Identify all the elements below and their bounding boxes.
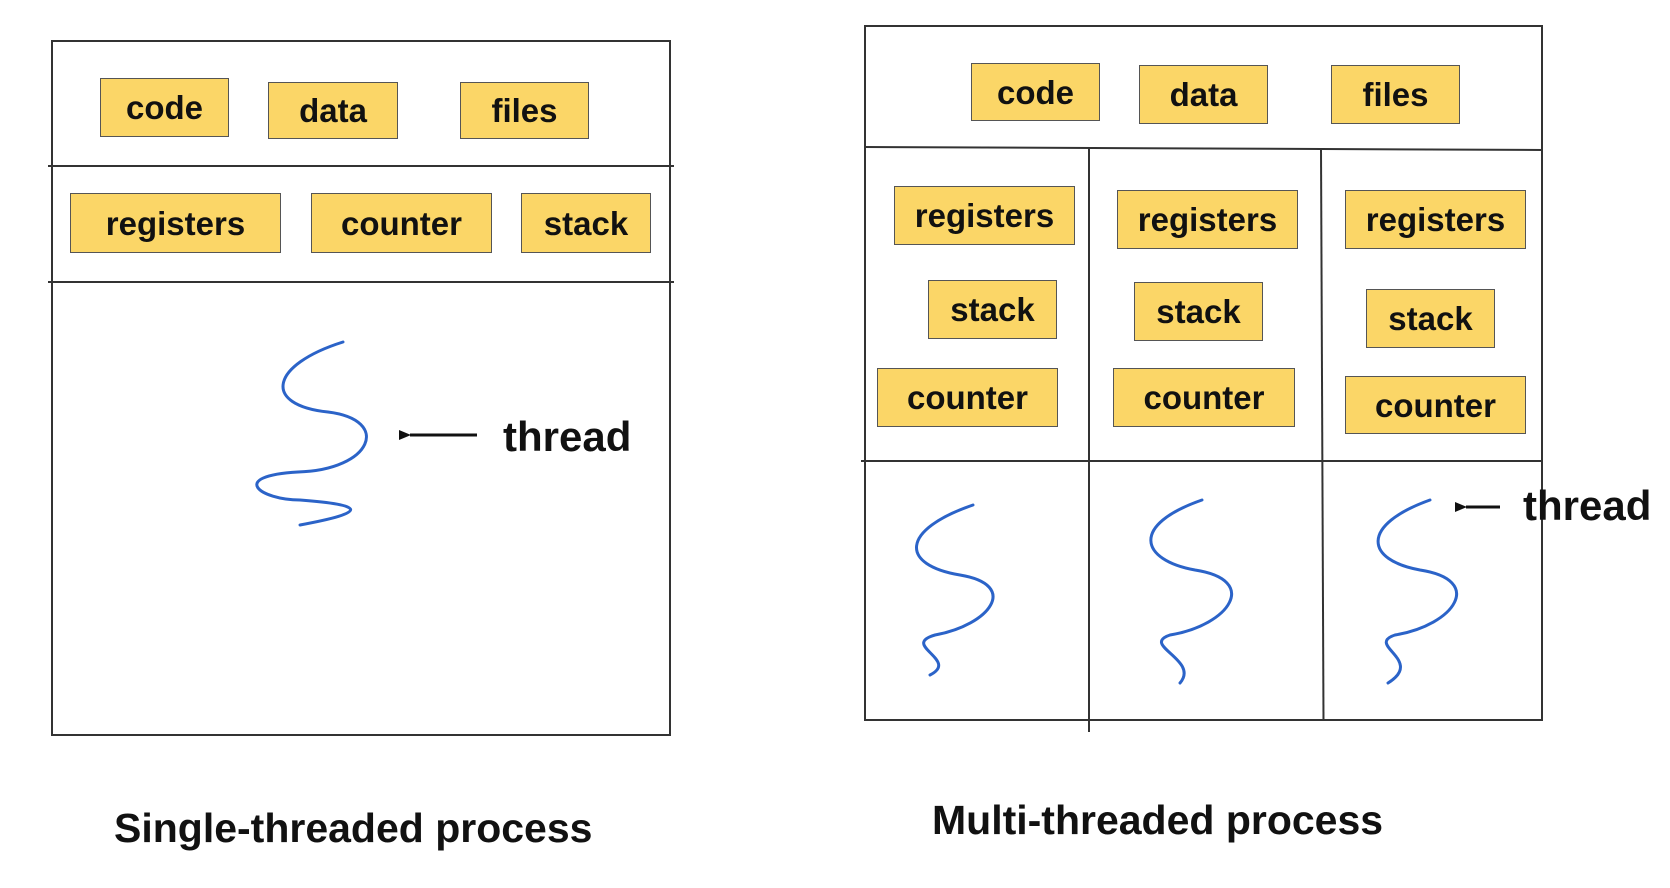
multi-code-box: code [971, 63, 1100, 121]
multi-thread-label: thread [1523, 482, 1652, 529]
multi-stack-box-2: stack [1134, 282, 1263, 341]
single-context-divider [48, 281, 674, 283]
single-process-frame [51, 40, 671, 736]
single-shared-divider [48, 165, 674, 167]
multi-thread-squiggle-icon-3 [1376, 498, 1458, 685]
single-code-box: code [100, 78, 229, 137]
single-files-box: files [460, 82, 589, 139]
multi-process-frame [864, 25, 1543, 721]
multi-counter-box-3: counter [1345, 376, 1526, 434]
multi-thread-squiggle-icon-1 [915, 503, 995, 677]
multi-registers-box-1: registers [894, 186, 1075, 245]
multi-data-box: data [1139, 65, 1268, 124]
multi-column-divider-1 [1088, 147, 1090, 732]
multi-thread-squiggle-icon-2 [1149, 498, 1233, 685]
multi-files-box: files [1331, 65, 1460, 124]
multi-registers-box-2: registers [1117, 190, 1298, 249]
multi-counter-box-1: counter [877, 368, 1058, 427]
single-thread-label: thread [503, 413, 632, 460]
single-data-box: data [268, 82, 398, 139]
multi-stack-box-3: stack [1366, 289, 1495, 348]
single-registers-box: registers [70, 193, 281, 253]
multi-caption: Multi-threaded process [932, 797, 1384, 843]
multi-context-divider [861, 460, 1543, 462]
multi-registers-box-3: registers [1345, 190, 1526, 249]
multi-stack-box-1: stack [928, 280, 1057, 339]
single-caption: Single-threaded process [114, 805, 593, 851]
single-counter-box: counter [311, 193, 492, 253]
multi-counter-box-2: counter [1113, 368, 1295, 427]
single-thread-squiggle-icon [255, 340, 368, 527]
single-stack-box: stack [521, 193, 651, 253]
